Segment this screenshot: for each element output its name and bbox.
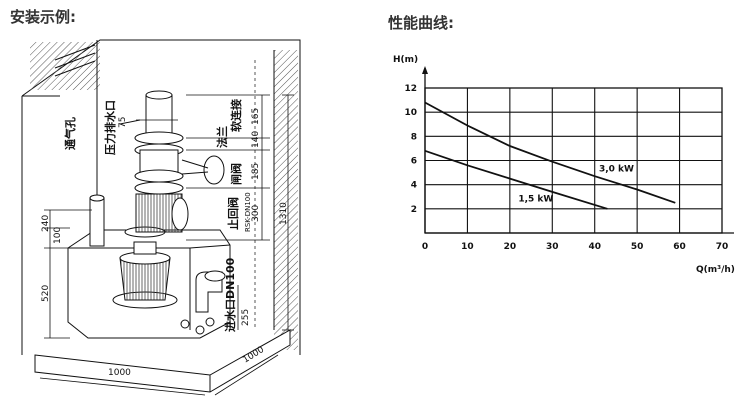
series-label-1-5kw: 1,5 kW (518, 195, 553, 205)
install-example-heading: 安装示例: (10, 8, 76, 26)
inlet-label: 进水口DN100 (223, 257, 237, 332)
floor-slab (34, 329, 291, 393)
x-tick-label: 40 (588, 242, 601, 252)
installation-diagram (21, 39, 301, 396)
x-axis-label: Q(m³/h) (696, 265, 735, 275)
check-valve-label: 止回阀 (226, 197, 240, 230)
y-tick-label: 2 (411, 205, 417, 215)
x-tick-label: 50 (631, 242, 644, 252)
dim-520: 520 (41, 285, 51, 302)
dim-240: 240 (41, 215, 51, 232)
performance-chart: 2 4 6 8 10 12 0 10 20 30 40 50 60 70 H(m) Q(m³/h) 1,5… (393, 55, 735, 275)
dim-140: 140 (251, 131, 261, 148)
dim-165: 165 (251, 108, 261, 125)
series-line-0 (424, 149, 608, 210)
y-tick-label: 10 (404, 108, 417, 118)
y-tick-label: 6 (411, 157, 417, 167)
chart-grid (425, 88, 722, 233)
x-tick-label: 10 (461, 242, 474, 252)
y-axis-arrow (422, 66, 428, 74)
performance-curve-heading: 性能曲线: (388, 14, 454, 32)
x-tick-label: 20 (504, 242, 517, 252)
series-label-3-0kw: 3,0 kW (599, 164, 634, 174)
x-tick-label: 70 (716, 242, 729, 252)
y-tick-label: 4 (411, 181, 417, 191)
inlet-elbow (195, 270, 226, 313)
pressure-outlet-label: 压力排水口 (103, 100, 117, 155)
chart-axes (422, 66, 734, 234)
dim-185: 185 (251, 163, 261, 180)
y-tick-label: 12 (404, 84, 417, 94)
valve-label: 闸阀 (229, 163, 243, 185)
dim-1310: 1310 (279, 202, 289, 225)
dim-255: 255 (241, 309, 251, 326)
x-tick-label: 60 (673, 242, 686, 252)
y-axis-label: H(m) (393, 55, 418, 65)
dim-100: 100 (53, 227, 63, 244)
chart-series (424, 101, 676, 210)
x-tick-label: 30 (546, 242, 559, 252)
series-line-1 (424, 101, 676, 204)
check-valve-model-label: RSK-DN100 (244, 192, 252, 232)
vent-pipe (89, 40, 105, 247)
dim-75: 75 (118, 117, 128, 128)
discharge-assembly (119, 90, 225, 233)
room-walls (21, 39, 301, 355)
y-tick-label: 8 (411, 132, 417, 142)
dim-300: 300 (251, 205, 261, 222)
chart-tick-labels: 2 4 6 8 10 12 0 10 20 30 40 50 60 70 (404, 84, 728, 252)
x-tick-label: 0 (422, 242, 428, 252)
hose-label: 软连接 (229, 99, 243, 132)
dim-1000-front: 1000 (108, 368, 131, 378)
vent-label: 通气孔 (63, 117, 77, 150)
dimension-lines (39, 94, 294, 396)
flange-label: 法兰 (215, 126, 229, 148)
